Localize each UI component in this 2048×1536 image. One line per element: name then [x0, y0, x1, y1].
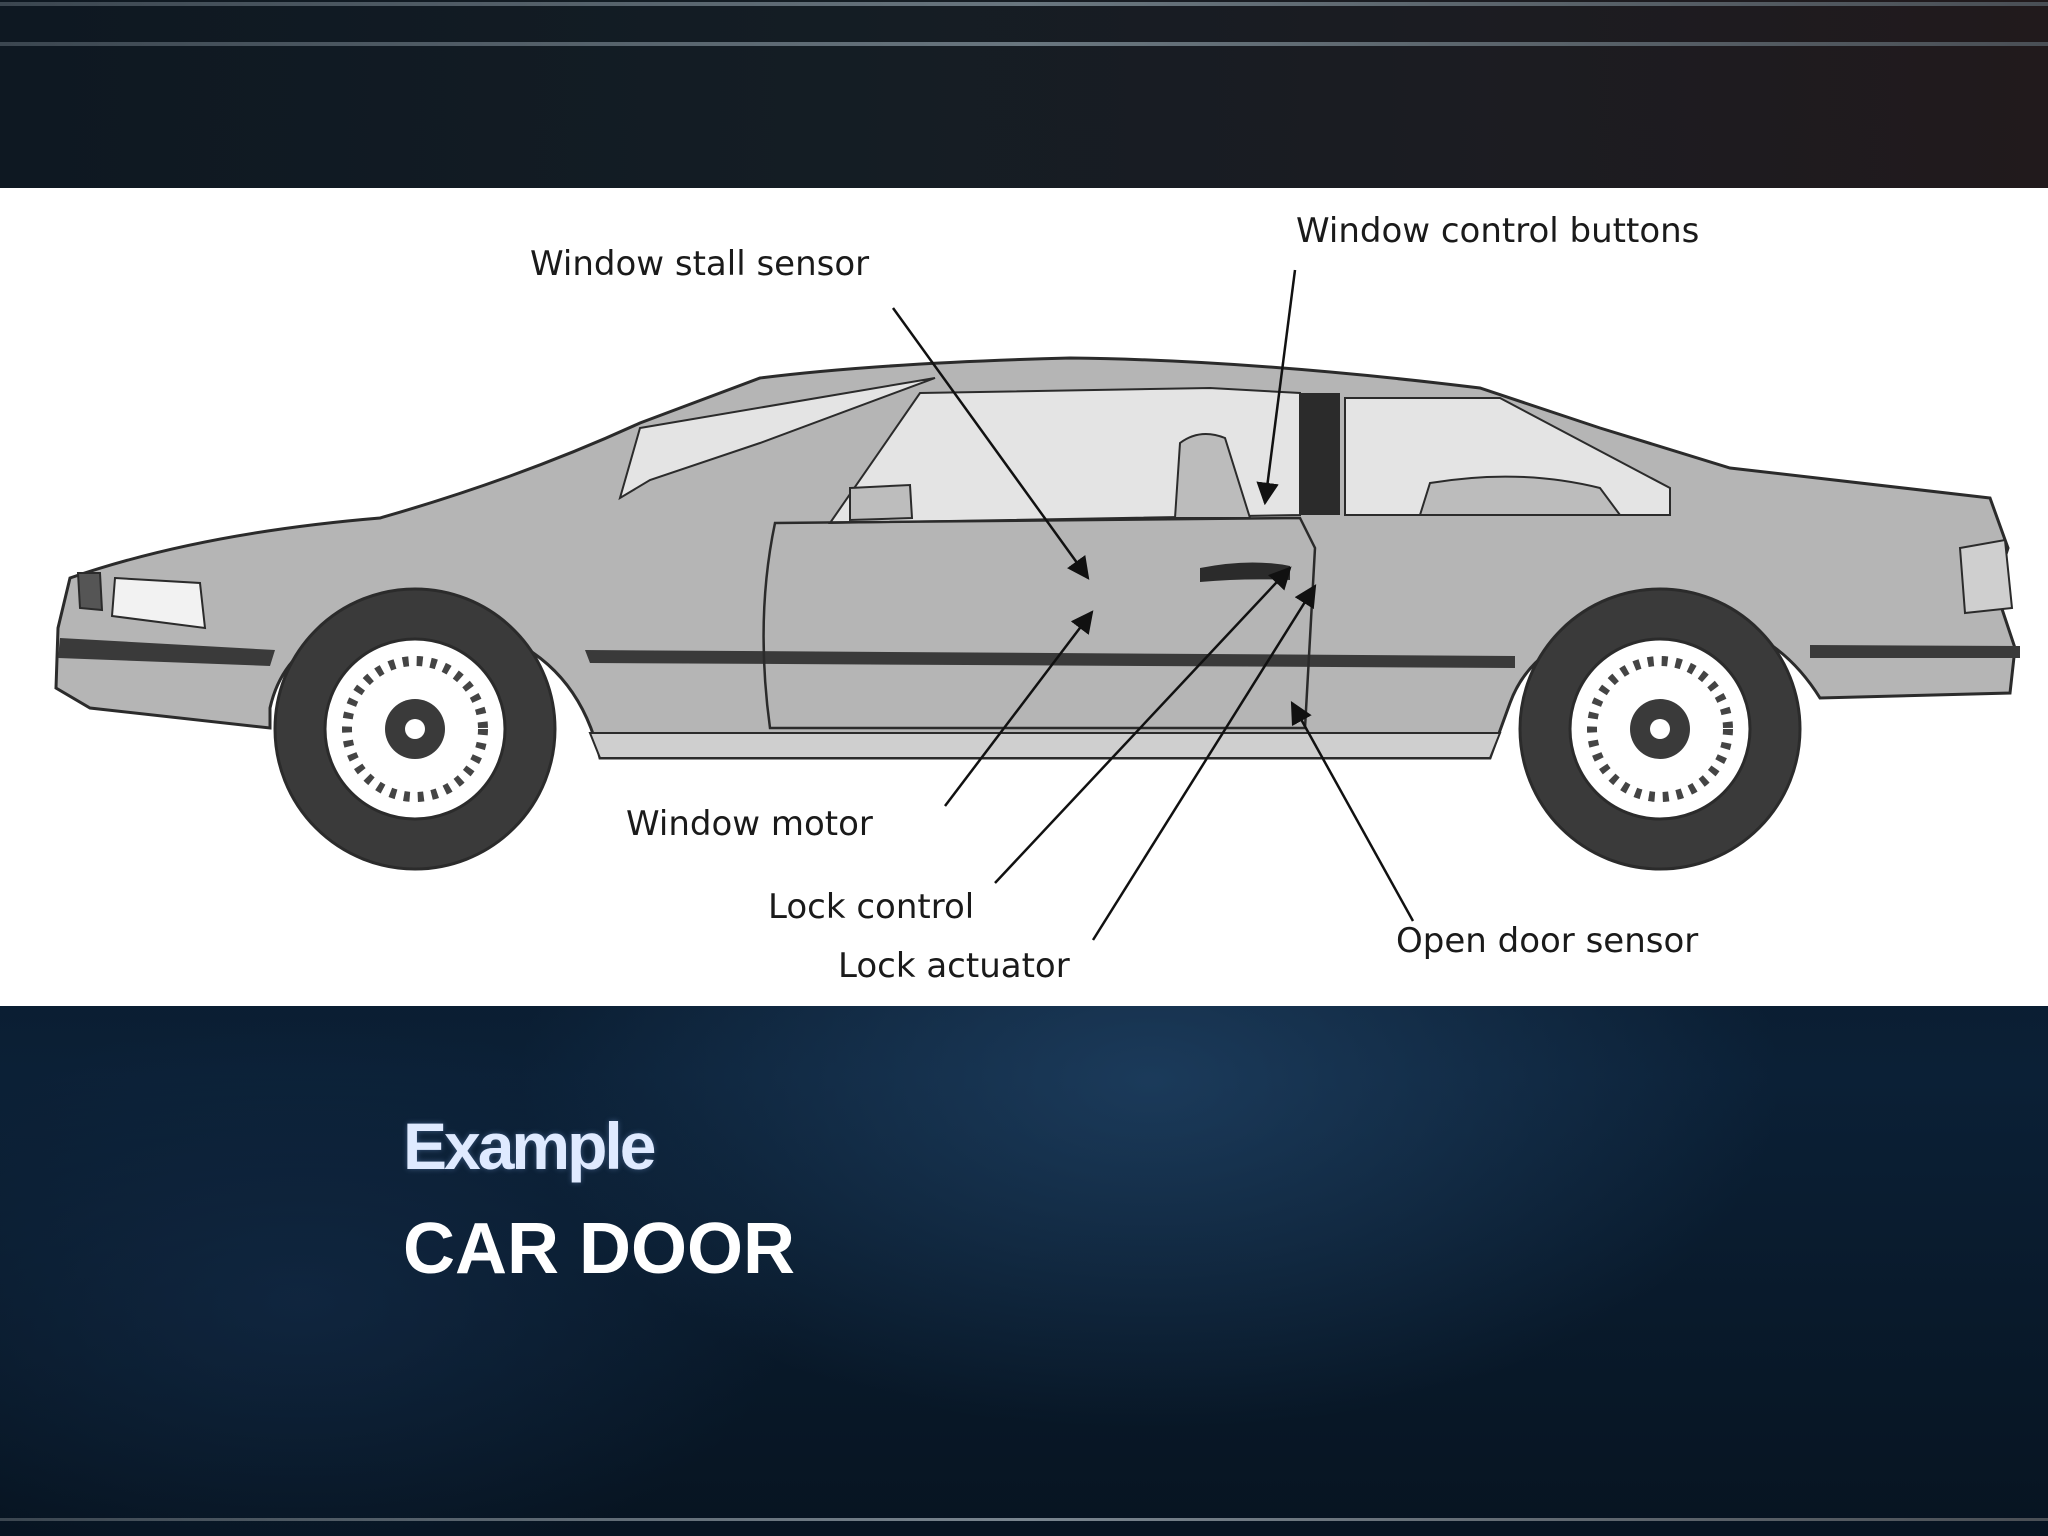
- seat: [1173, 433, 1252, 519]
- door-outline: [762, 516, 1317, 730]
- b-pillar: [1300, 393, 1340, 515]
- bottom-divider-line: [0, 1518, 2048, 1521]
- label-window-control-buttons: Window control buttons: [1296, 211, 1699, 251]
- car-illustration: Window stall sensor Window control butto…: [54, 211, 2020, 986]
- arrow-window-control-buttons: [1256, 269, 1297, 506]
- grille: [76, 572, 104, 612]
- windshield: [618, 377, 936, 501]
- top-divider-line: [0, 2, 2048, 6]
- arrow-window-stall-sensor: [891, 307, 1090, 580]
- car-door-diagram: Window stall sensor Window control butto…: [0, 188, 2048, 1006]
- arrow-lock-control: [994, 566, 1292, 884]
- rear-wheel: [1518, 587, 1802, 871]
- tail-light: [1958, 538, 2014, 615]
- header-band: [0, 0, 2048, 188]
- label-window-motor: Window motor: [626, 804, 873, 844]
- label-open-door-sensor: Open door sensor: [1396, 921, 1698, 961]
- slide-title: Example: [403, 1109, 656, 1183]
- slide-subtitle: CAR DOOR: [403, 1209, 795, 1289]
- car-sill: [588, 732, 1502, 759]
- label-window-stall-sensor: Window stall sensor: [530, 244, 869, 284]
- headlight: [110, 576, 207, 630]
- side-mirror: [849, 483, 914, 522]
- front-wheel: [273, 587, 557, 871]
- body-side-strip: [58, 638, 2020, 668]
- arrow-open-door-sensor: [1290, 701, 1415, 922]
- rear-seat: [1418, 475, 1622, 516]
- top-divider-line-2: [0, 42, 2048, 46]
- label-lock-actuator: Lock actuator: [838, 946, 1070, 986]
- door-handle: [1200, 562, 1290, 582]
- arrow-lock-actuator: [1091, 584, 1317, 941]
- label-lock-control: Lock control: [768, 887, 974, 927]
- arrow-window-motor: [944, 610, 1094, 807]
